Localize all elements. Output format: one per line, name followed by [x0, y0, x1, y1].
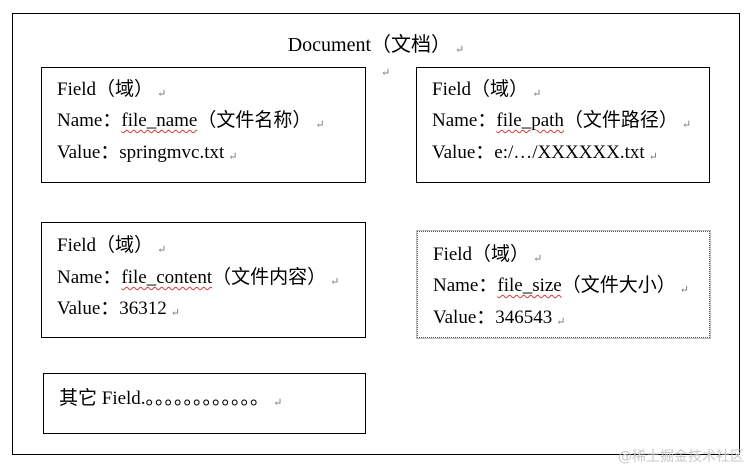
field-value-line: Value：346543↵: [433, 307, 566, 328]
paragraph-mark-icon: ↵: [381, 67, 391, 79]
field-box-file-path: Field（域）↵ Name：file_path（文件路径）↵ Value：e:…: [416, 67, 710, 183]
field-value-line: Value：36312↵: [57, 298, 180, 319]
paragraph-mark-icon: ↵: [455, 44, 465, 56]
document-container: Document（文档）↵ ↵: [12, 13, 740, 455]
field-name-line: Name：file_size（文件大小）↵: [433, 275, 689, 296]
document-title-text: Document（文档）: [287, 34, 452, 56]
paragraph-mark-icon: ↵: [533, 253, 543, 265]
field-value: 346543: [495, 307, 553, 328]
paragraph-mark-icon: ↵: [330, 276, 340, 288]
field-name-line: Name：file_content（文件内容）↵: [57, 267, 340, 288]
paragraph-mark-icon: ↵: [157, 244, 167, 256]
field-header: Field（域）↵: [432, 79, 542, 100]
paragraph-mark-icon: ↵: [648, 151, 658, 163]
field-value: e:/…/XXXXXX.txt: [494, 142, 645, 163]
paragraph-mark-icon: ↵: [532, 88, 542, 100]
other-fields-box: 其它 Field.。。。。。。。。。。。。↵: [43, 373, 366, 434]
field-value: springmvc.txt: [119, 142, 225, 163]
field-value-line: Value：springmvc.txt↵: [57, 142, 238, 163]
field-box-file-content: Field（域）↵ Name：file_content（文件内容）↵ Value…: [41, 222, 366, 338]
field-name-line: Name：file_name（文件名称）↵: [57, 110, 325, 131]
field-header: Field（域）↵: [57, 235, 167, 256]
field-box-file-size: Field（域）↵ Name：file_size（文件大小）↵ Value：34…: [417, 231, 710, 338]
field-value-line: Value：e:/…/XXXXXX.txt↵: [432, 142, 658, 163]
paragraph-mark-icon: ↵: [170, 307, 180, 319]
paragraph-mark-icon: ↵: [157, 88, 167, 100]
document-title: Document（文档）↵: [13, 28, 739, 57]
paragraph-mark-icon: ↵: [273, 397, 283, 409]
field-name-value: file_size: [497, 275, 562, 296]
paragraph-mark-icon: ↵: [681, 119, 692, 131]
paragraph-mark-icon: ↵: [679, 284, 689, 296]
field-name-value: file_name: [121, 110, 198, 131]
other-fields-text: 其它 Field.。。。。。。。。。。。。↵: [59, 388, 283, 409]
field-name-value: file_path: [496, 110, 564, 131]
paragraph-mark-icon: ↵: [315, 119, 325, 131]
field-header: Field（域）↵: [433, 244, 543, 265]
field-box-file-name: Field（域）↵ Name：file_name（文件名称）↵ Value：sp…: [41, 67, 366, 183]
field-value: 36312: [119, 298, 167, 319]
paragraph-mark-icon: ↵: [228, 151, 238, 163]
field-name-value: file_content: [121, 267, 213, 288]
watermark: @稀土掘金技术社区: [618, 449, 744, 465]
paragraph-mark-icon: ↵: [556, 316, 566, 328]
field-header: Field（域）↵: [57, 79, 167, 100]
field-name-line: Name：file_path（文件路径）↵: [432, 110, 692, 131]
